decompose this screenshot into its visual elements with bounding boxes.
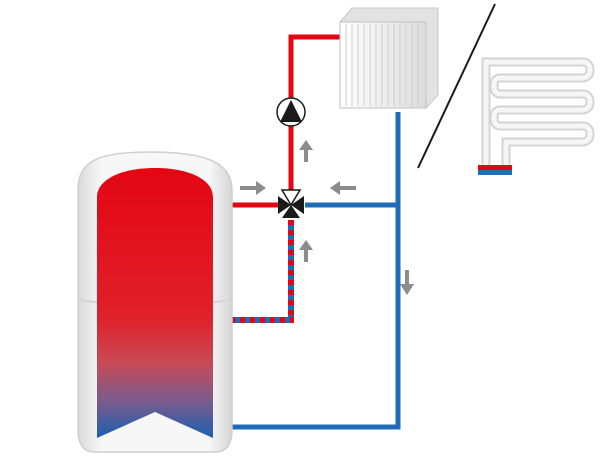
divider-line bbox=[417, 3, 496, 169]
three-way-mixing-valve bbox=[278, 189, 304, 218]
flow-arrow-up-pump-icon bbox=[299, 140, 313, 162]
flow-arrow-right-icon bbox=[240, 181, 266, 195]
radiator bbox=[339, 7, 439, 109]
flow-arrow-down-icon bbox=[400, 270, 414, 295]
storage-tank bbox=[77, 151, 233, 453]
hot-supply-pipe bbox=[228, 34, 345, 208]
cold-return-pipe bbox=[228, 112, 401, 430]
underfloor-heating-coil bbox=[478, 57, 595, 175]
circulation-pump bbox=[276, 97, 306, 127]
flow-arrow-up-bypass-icon bbox=[299, 240, 313, 262]
mixed-flow-pipe bbox=[228, 220, 294, 323]
flow-arrow-left-icon bbox=[330, 181, 356, 195]
